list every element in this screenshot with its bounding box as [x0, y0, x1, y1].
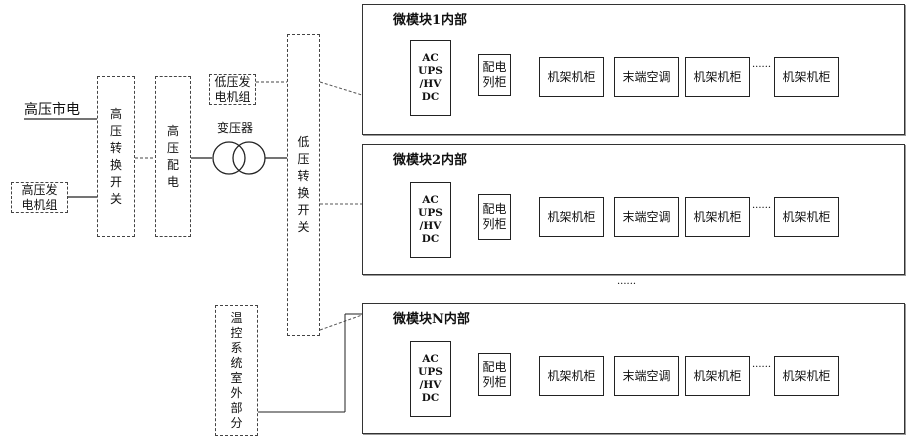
hv-mains-label: 高压市电: [24, 102, 80, 118]
micro-module-2: 微模块2内部 AC UPS /HV DC 配电 列柜 机架机柜 末端空调 机架机…: [362, 144, 905, 275]
module-title: 微模块1内部: [393, 13, 468, 28]
pdu-cabinet-box: 配电 列柜: [478, 353, 511, 396]
transformer-coil-right: [233, 142, 265, 174]
ups-box: AC UPS /HV DC: [410, 182, 451, 258]
hv-distribution-box: 高 压 配 电: [155, 76, 191, 237]
rack-cabinet-box: 机架机柜: [685, 356, 750, 396]
ellipsis: ······: [752, 203, 772, 214]
ups-box: AC UPS /HV DC: [410, 40, 451, 116]
rack-cabinet-box: 机架机柜: [539, 57, 604, 97]
transformer-label: 变压器: [217, 121, 254, 135]
micro-module-1: 微模块1内部 AC UPS /HV DC 配电 列柜 机架机柜 末端空调 机架机…: [362, 4, 905, 135]
micro-module-n: 微模块N内部 AC UPS /HV DC 配电 列柜 机架机柜 末端空调 机架机…: [362, 303, 905, 434]
module-title: 微模块2内部: [393, 153, 468, 168]
temp-control-outdoor-box: 温 控 系 统 室 外 部 分: [215, 305, 258, 436]
ellipsis: ······: [752, 362, 772, 373]
ellipsis: ······: [752, 62, 772, 73]
lv-to-module1-line: [320, 82, 362, 95]
rack-cabinet-box: 机架机柜: [685, 197, 750, 237]
pdu-cabinet-box: 配电 列柜: [478, 194, 511, 240]
between-modules-ellipsis: ······: [617, 279, 637, 290]
hv-transfer-switch-box: 高 压 转 换 开 关: [97, 76, 135, 237]
transformer-coil-left: [213, 142, 245, 174]
rack-cabinet-box: 机架机柜: [539, 356, 604, 396]
ups-box: AC UPS /HV DC: [410, 341, 451, 417]
hv-generator-box: 高压发 电机组: [11, 182, 68, 213]
lv-to-moduleN-line: [320, 315, 362, 330]
rack-cabinet-box: 机架机柜: [685, 57, 750, 97]
rack-cabinet-box: 机架机柜: [774, 197, 839, 237]
terminal-ac-box: 末端空调: [614, 356, 679, 396]
lv-generator-box: 低压发 电机组: [209, 74, 256, 105]
module-title: 微模块N内部: [393, 312, 470, 327]
pdu-cabinet-box: 配电 列柜: [478, 54, 511, 96]
rack-cabinet-box: 机架机柜: [774, 57, 839, 97]
terminal-ac-box: 末端空调: [614, 57, 679, 97]
rack-cabinet-box: 机架机柜: [539, 197, 604, 237]
terminal-ac-box: 末端空调: [614, 197, 679, 237]
lv-transfer-switch-box: 低 压 转 换 开 关: [287, 34, 320, 336]
rack-cabinet-box: 机架机柜: [774, 356, 839, 396]
